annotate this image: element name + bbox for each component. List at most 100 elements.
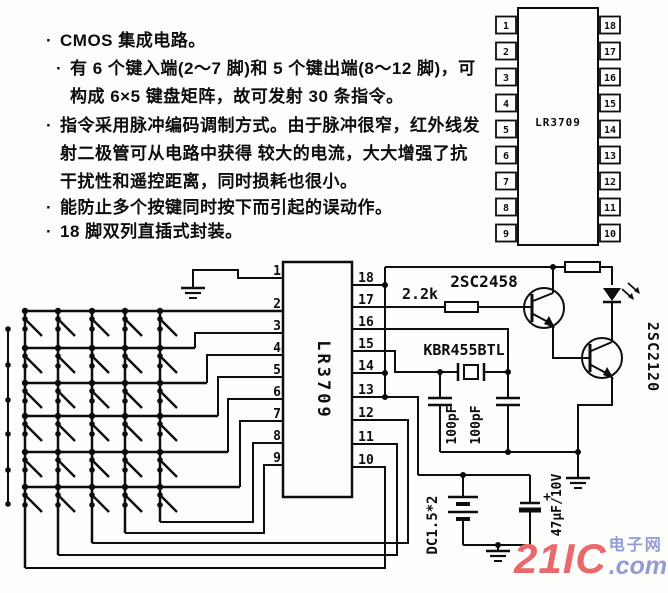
pin-number: 5 [503,125,509,136]
electrolytic-capacitor-47uf [519,501,541,513]
circuit-schematic: 1 2 3 4 5 6 7 8 9 18 17 16 15 14 13 12 1… [5,260,662,569]
feature-line: · CMOS 集成电路。 [46,26,206,51]
pin-number: 1 [273,264,281,279]
ic-label: LR3709 [313,340,333,419]
pin-number: 3 [503,73,509,84]
elec-cap-label: 47μF/10V [550,474,565,537]
pin-number: 10 [358,453,374,468]
wires [25,266,613,569]
feature-line: · 有 6 个键入端(2～7 脚)和 5 个键出端(8～12 脚)，可 [56,54,476,79]
pin-number: 7 [273,407,281,422]
feature-line: 构成 6×5 键盘矩阵，故可发射 30 条指令。 [70,82,404,107]
pin-number: 12 [358,406,374,421]
transistor-2sc2458 [523,287,565,329]
watermark-com: .com [608,552,668,580]
ground-icon [564,476,592,490]
pin-number: 9 [503,229,509,240]
emitter-arrow [544,316,555,328]
capacitor-100pf-left [428,396,452,407]
pin-number: 6 [273,385,281,400]
pin-number: 14 [358,359,374,374]
bullet-dot: · [56,59,63,78]
pin-number: 15 [604,99,616,110]
pin-number: 17 [604,47,616,58]
ic-package-body [517,7,599,246]
feature-text: 18 脚双列直插式封装。 [60,222,243,241]
resonator-label: KBR455BTL [423,341,504,359]
pin-number: 15 [358,337,374,352]
pin-number: 6 [503,151,509,162]
pin-number: 13 [604,151,616,162]
ceramic-resonator [456,363,486,381]
ground-icon [179,286,207,300]
feature-line: 射二极管可从电路中获得 较大的电流，大大增强了抗 [60,139,468,164]
feature-line: · 能防止多个按键同时按下而引起的误动作。 [46,193,393,218]
q1-label: 2SC2458 [450,272,517,291]
pin-number: 12 [604,177,616,188]
q2-label: 2SC2120 [644,322,662,392]
feature-line: · 指令采用脉冲编码调制方式。由于脉冲很窄，红外线发 [46,111,480,136]
pin-number: 5 [273,363,281,378]
pin-number: 11 [358,430,374,445]
keyboard-matrix [7,309,283,568]
resistor-value-label: 2.2k [402,285,438,303]
pin-number: 7 [503,177,509,188]
pin-number: 9 [273,451,281,466]
watermark-brand: 21IC [514,535,607,582]
dip18-pinout-diagram: 1 2 3 4 5 6 7 8 9 18 17 16 15 14 13 12 1… [495,7,621,246]
feature-text: 指令采用脉冲编码调制方式。由于脉冲很窄，红外线发 [60,116,480,135]
bullet-dot: · [46,31,53,50]
battery-dc1.5x2 [448,495,478,521]
pin-number: 16 [604,73,616,84]
pin-number: 14 [604,125,616,136]
pin-number: 16 [358,315,374,330]
feature-text: 干扰性和遥控距离，同时损耗也很小。 [60,172,358,191]
left-pin-labels: 1 2 3 4 5 6 7 8 9 [273,264,281,466]
pin-number: 11 [604,203,616,214]
pin-number: 2 [503,47,509,58]
pin-number: 17 [358,293,374,308]
feature-line: · 18 脚双列直插式封装。 [46,217,243,242]
pin-number: 8 [503,203,509,214]
cap2-label: 100pF [469,405,484,444]
cap1-label: 100pF [445,405,460,444]
pin-number: 4 [273,341,281,356]
chip-label: LR3709 [535,116,581,129]
key-switches [20,306,179,514]
resistor-led [564,261,601,273]
resistor-2.2k [444,301,479,313]
feature-text: 有 6 个键入端(2～7 脚)和 5 个键出端(8～12 脚)，可 [70,59,476,78]
pin-number: 8 [273,429,281,444]
feature-text: 构成 6×5 键盘矩阵，故可发射 30 条指令。 [70,87,404,106]
pin-number: 4 [503,99,509,110]
ground-icon [484,549,512,563]
pin-number: 2 [273,297,281,312]
watermark: 21IC 电子网 .com [514,538,667,580]
feature-text: 射二极管可从电路中获得 较大的电流，大大增强了抗 [60,144,468,163]
polarity-plus-label: + [543,490,551,505]
pin-number: 13 [358,383,374,398]
right-pin-boxes [599,15,621,243]
pin-number: 3 [273,319,281,334]
emitter-arrow [603,367,614,379]
bullet-dot: · [46,222,53,241]
feature-text: 能防止多个按键同时按下而引起的误动作。 [60,198,393,217]
battery-label: DC1.5*2 [425,495,441,554]
watermark-cn: 电子网 [608,537,663,554]
right-pin-labels: 18 17 16 15 14 13 12 11 10 [358,271,374,468]
feature-line: 干扰性和遥控距离，同时损耗也很小。 [60,167,358,192]
bullet-dot: · [46,198,53,217]
feature-text: CMOS 集成电路。 [60,31,206,50]
left-pin-boxes [495,15,517,243]
pin-number: 10 [604,229,616,240]
pin-number: 18 [358,271,374,286]
emission-arrows-icon [621,282,640,300]
pin-number: 1 [503,21,509,32]
capacitor-100pf-right [496,396,520,407]
bullet-dot: · [46,116,53,135]
pin-number: 18 [604,21,616,32]
matrix-left-contact-dots [5,326,11,507]
infrared-led [603,282,640,304]
transistor-2sc2120 [581,337,623,379]
